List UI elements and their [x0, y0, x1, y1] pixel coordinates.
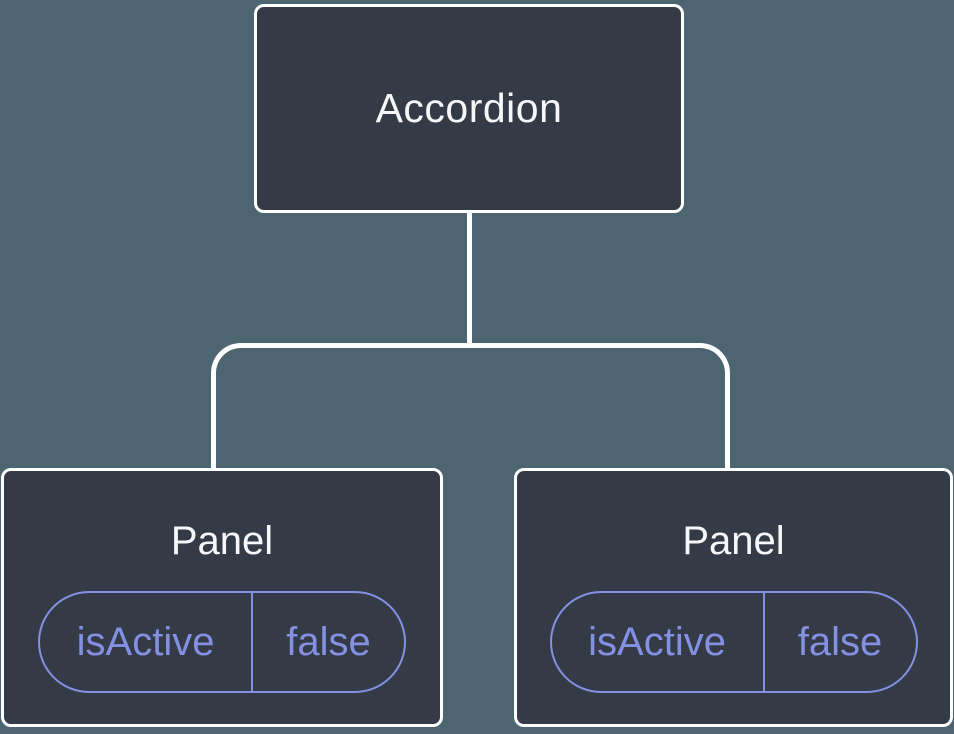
accordion-node: Accordion [254, 4, 684, 213]
panel-node-2: Panel isActive false [514, 468, 953, 727]
state-name: isActive [552, 593, 765, 691]
panel-node-2-state-pill: isActive false [549, 591, 918, 693]
connector-branch [211, 343, 730, 469]
panel-node-1-state-pill: isActive false [38, 591, 406, 693]
panel-node-1-label: Panel [170, 519, 274, 563]
connector-stem [467, 211, 472, 345]
state-value: false [797, 619, 883, 664]
panel-node-2-label: Panel [682, 519, 785, 563]
state-name: isActive [40, 593, 254, 691]
state-value: false [286, 619, 371, 664]
accordion-node-label: Accordion [375, 85, 563, 131]
panel-node-1: Panel isActive false [1, 468, 443, 727]
